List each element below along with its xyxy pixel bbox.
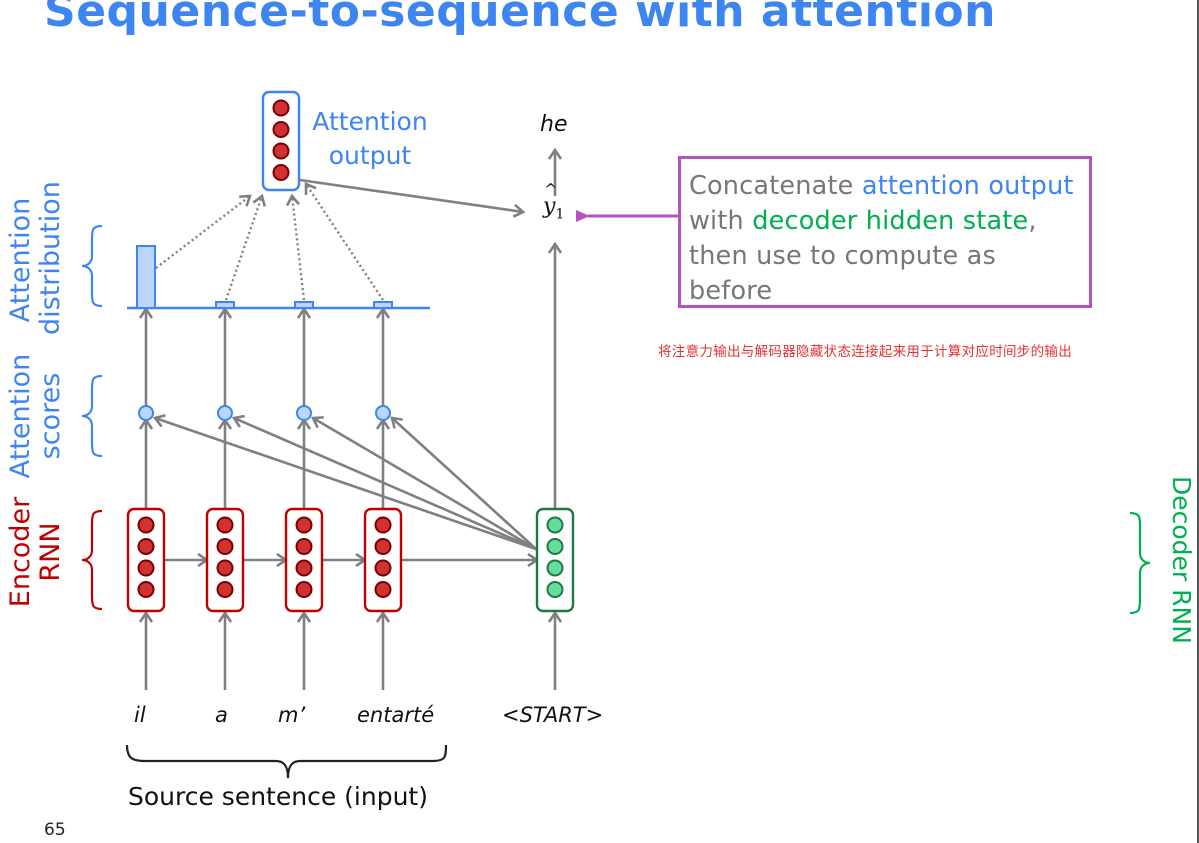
encoder-neuron	[216, 538, 234, 555]
page-number: 65	[44, 820, 66, 840]
attention-distribution-brace	[81, 224, 103, 308]
label-line: Attention	[5, 197, 36, 323]
encoder-rnn-label: Encoder RNN	[5, 487, 66, 617]
decoder-neuron	[546, 581, 564, 598]
decoder-neuron	[546, 516, 564, 534]
attention-distribution-label: Attention distribution	[5, 181, 66, 335]
encoder-neuron	[137, 538, 155, 555]
attention-output-neuron	[272, 99, 290, 117]
encoder-neuron	[374, 538, 392, 555]
attention-score-node	[138, 405, 154, 421]
attention-weight-bar	[294, 301, 314, 309]
encoder-neuron	[295, 559, 313, 577]
callout-decoder-hidden-state: decoder hidden state	[752, 206, 1029, 236]
decoder-neuron	[546, 538, 564, 555]
label-line: Attention	[5, 353, 36, 479]
callout-text: with	[689, 206, 753, 236]
source-word-entarte: entarté	[357, 703, 435, 727]
concatenate-callout: Concatenate attention output with decode…	[678, 156, 1092, 308]
label-line: RNN	[35, 522, 66, 582]
chinese-annotation: 将注意力输出与解码器隐藏状态连接起来用于计算对应时间步的输出	[658, 344, 1072, 360]
slide-title: Sequence-to-sequence with attention	[44, 0, 996, 37]
encoder-neuron	[295, 538, 313, 555]
source-sentence-brace	[125, 744, 448, 779]
encoder-neuron	[216, 581, 234, 598]
source-word-a: a	[215, 703, 228, 727]
attention-weight-bar	[215, 301, 235, 309]
attention-output-neuron	[272, 142, 290, 160]
weighted-sum-arrow	[224, 196, 262, 301]
attention-score-node	[217, 405, 233, 421]
encoder-neuron	[137, 516, 155, 534]
decoder-rnn-label: Decoder RNN	[1167, 476, 1196, 644]
callout-text: , then use to compute as before	[689, 206, 1037, 306]
encoder-neuron	[295, 516, 313, 534]
label-line: Attention	[312, 107, 428, 136]
weighted-sum-arrow	[155, 196, 250, 269]
attention-output-vector	[261, 90, 301, 192]
attention-weight-bar	[136, 245, 156, 309]
decoder-to-score-arrow	[234, 418, 537, 551]
encoder-neuron	[137, 581, 155, 598]
attention-output-neuron	[272, 121, 290, 138]
decoder-to-score-arrow	[392, 418, 537, 550]
label-line: scores	[35, 372, 66, 460]
attention-scores-label: Attention scores	[5, 346, 66, 486]
weighted-sum-arrow	[292, 196, 306, 301]
attention-output-to-prediction-arrow	[299, 178, 523, 212]
callout-text: Concatenate	[689, 171, 862, 201]
attention-scores-brace	[81, 374, 103, 458]
decoder-neuron	[546, 559, 564, 577]
slide-right-border	[1197, 0, 1199, 843]
label-line: Encoder	[5, 496, 36, 608]
label-line: distribution	[35, 181, 66, 335]
callout-attention-output: attention output	[861, 171, 1074, 201]
attention-output-label: Attention output	[306, 105, 434, 173]
decoder-to-score-arrow	[313, 418, 537, 551]
encoder-rnn-brace	[81, 509, 103, 611]
subscript: 1	[555, 206, 565, 223]
y-symbol: y	[543, 194, 556, 219]
source-word-il: il	[134, 703, 146, 727]
decoder-output-word: he	[540, 112, 568, 137]
prediction-y-hat: ^y1	[543, 180, 565, 223]
decoder-rnn-brace	[1129, 511, 1151, 615]
weighted-sum-arrow	[306, 184, 384, 301]
attention-score-node	[375, 405, 391, 421]
encoder-neuron	[137, 559, 155, 577]
encoder-neuron	[216, 516, 234, 534]
attention-output-neuron	[272, 164, 290, 181]
decoder-to-score-arrow	[155, 418, 537, 551]
encoder-neuron	[374, 559, 392, 577]
source-word-m: m’	[278, 703, 306, 727]
decoder-start-token: <START>	[502, 703, 604, 727]
source-sentence-label: Source sentence (input)	[128, 782, 428, 811]
attention-weight-bar	[373, 301, 393, 309]
label-line: output	[328, 141, 412, 170]
attention-score-node	[296, 405, 312, 421]
encoder-neuron	[216, 559, 234, 577]
hat-symbol: ^	[544, 180, 558, 199]
encoder-neuron	[374, 581, 392, 598]
encoder-neuron	[295, 581, 313, 598]
encoder-neuron	[374, 516, 392, 534]
